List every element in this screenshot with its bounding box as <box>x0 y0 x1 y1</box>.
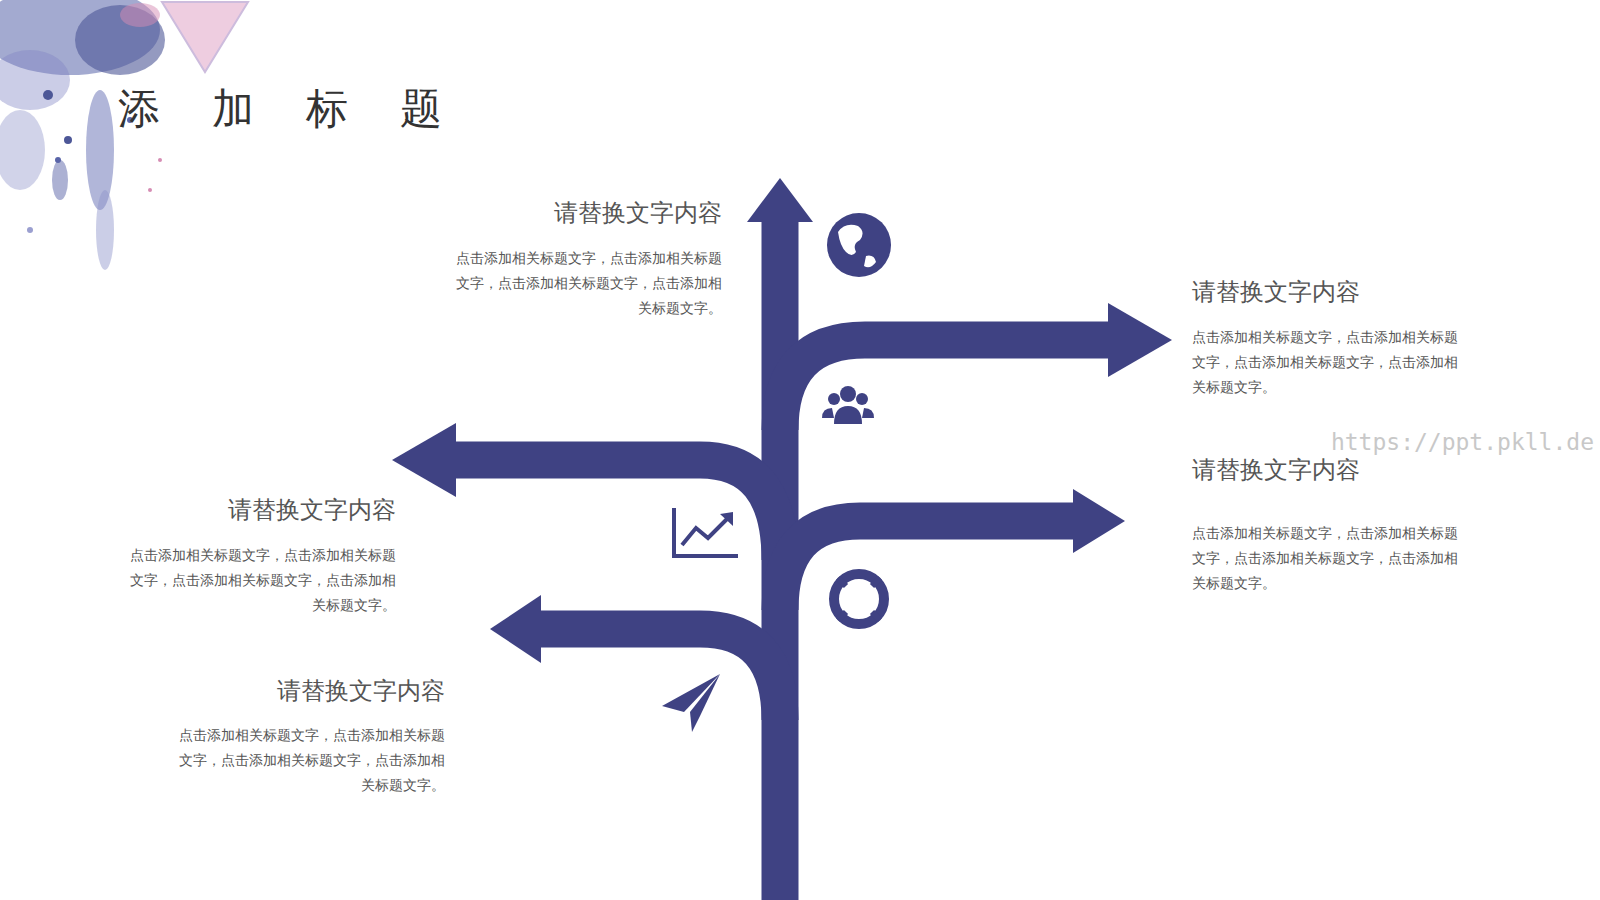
block-heading: 请替换文字内容 <box>554 198 722 228</box>
block-body: 点击添加相关标题文字，点击添加相关标题文字，点击添加相关标题文字，点击添加相关标… <box>121 543 396 618</box>
block-body: 点击添加相关标题文字，点击添加相关标题文字，点击添加相关标题文字，点击添加相关标… <box>1192 325 1467 400</box>
block-body: 点击添加相关标题文字，点击添加相关标题文字，点击添加相关标题文字，点击添加相关标… <box>1192 521 1467 596</box>
block-heading: 请替换文字内容 <box>277 676 445 706</box>
watermark: https://ppt.pkll.de <box>1331 428 1594 456</box>
lifebuoy-icon <box>834 574 884 624</box>
arrow-heads <box>392 178 1172 663</box>
globe-icon <box>827 213 891 277</box>
block-body: 点击添加相关标题文字，点击添加相关标题文字，点击添加相关标题文字，点击添加相关标… <box>447 246 722 321</box>
paper-plane-icon <box>662 674 720 732</box>
watercolor-splash <box>0 0 165 270</box>
block-body: 点击添加相关标题文字，点击添加相关标题文字，点击添加相关标题文字，点击添加相关标… <box>170 723 445 798</box>
chart-icon <box>674 508 738 556</box>
page-title: 添加标题 <box>118 84 494 134</box>
block-heading: 请替换文字内容 <box>228 495 396 525</box>
people-icon <box>822 386 874 424</box>
pink-triangle <box>162 2 248 72</box>
block-heading: 请替换文字内容 <box>1192 277 1360 307</box>
block-heading: 请替换文字内容 <box>1192 455 1360 485</box>
signpost <box>452 215 1112 900</box>
